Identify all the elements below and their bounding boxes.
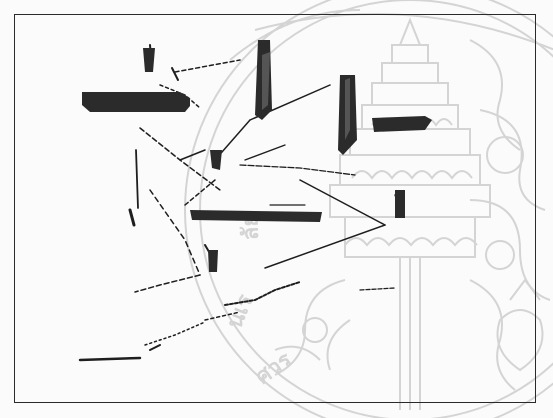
figure-frame (14, 14, 536, 403)
